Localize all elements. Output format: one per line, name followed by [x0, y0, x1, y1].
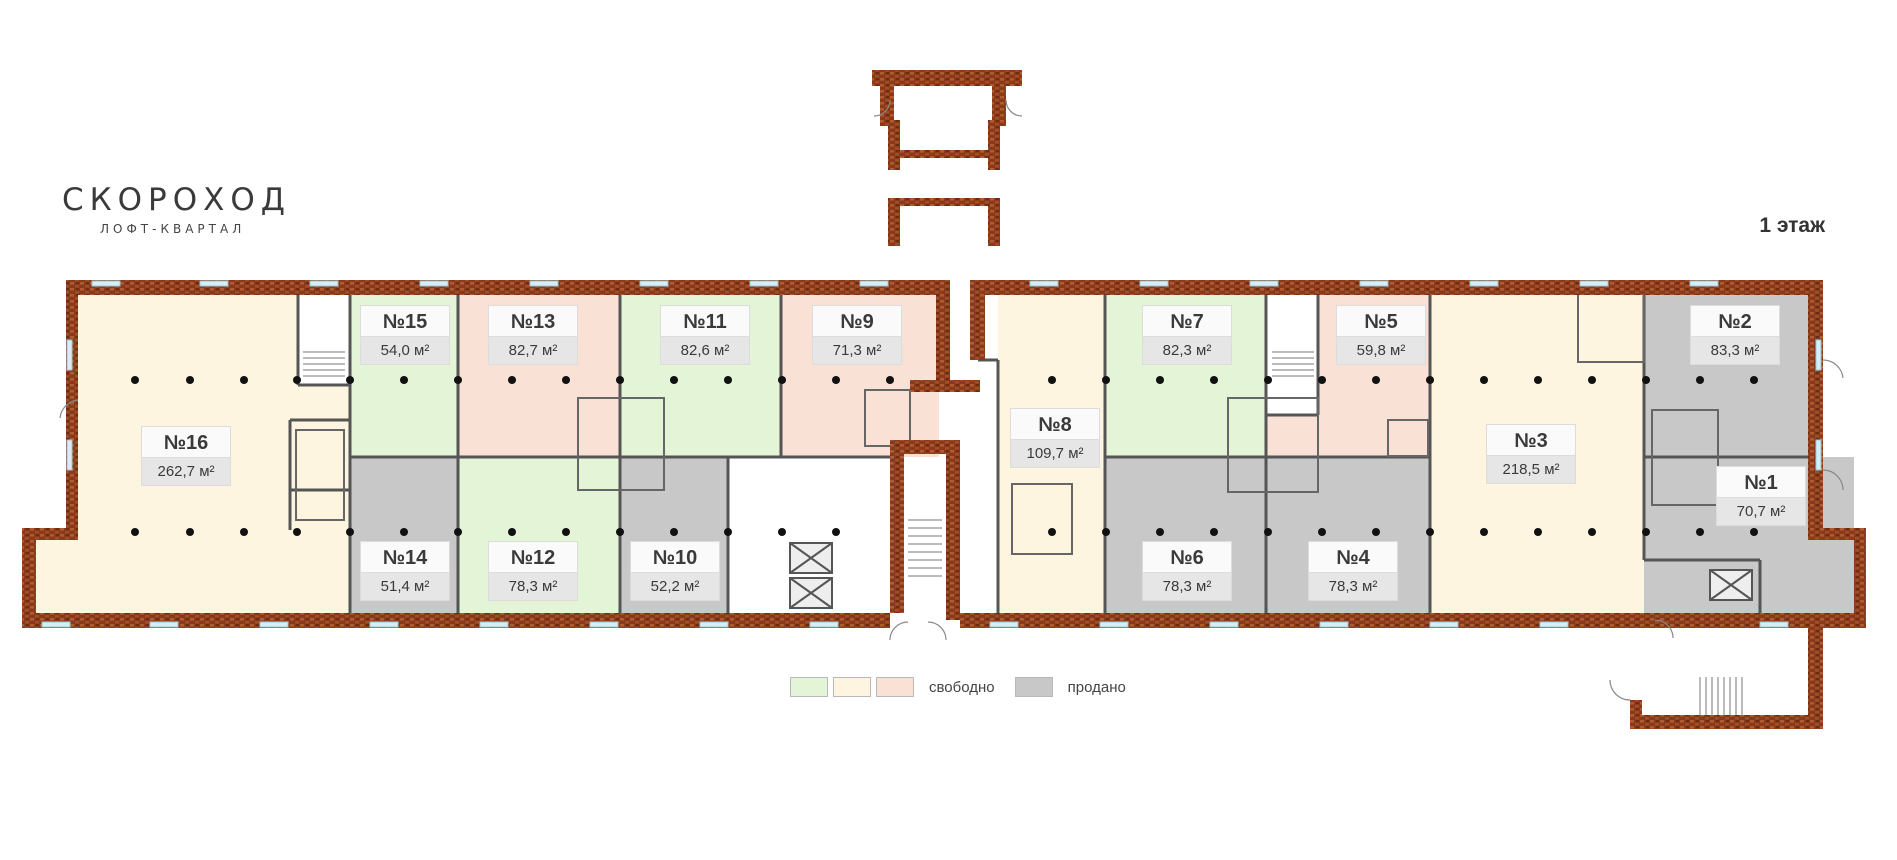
unit-label-4[interactable]: №4 78,3 м²	[1308, 541, 1398, 601]
unit-label-7[interactable]: №7 82,3 м²	[1142, 305, 1232, 365]
unit-number: №1	[1716, 466, 1806, 498]
unit-label-10[interactable]: №10 52,2 м²	[630, 541, 720, 601]
unit-label-15[interactable]: №15 54,0 м²	[360, 305, 450, 365]
stairs	[303, 351, 1743, 715]
unit-area: 51,4 м²	[360, 573, 450, 601]
unit-area: 82,7 м²	[488, 337, 578, 365]
unit-number: №4	[1308, 541, 1398, 573]
unit-label-1[interactable]: №1 70,7 м²	[1716, 466, 1806, 526]
unit-number: №6	[1142, 541, 1232, 573]
unit-number: №8	[1010, 408, 1100, 440]
unit-label-13[interactable]: №13 82,7 м²	[488, 305, 578, 365]
legend-swatch-green	[790, 677, 828, 697]
unit-number: №10	[630, 541, 720, 573]
unit-label-16[interactable]: №16 262,7 м²	[141, 426, 231, 486]
unit-label-12[interactable]: №12 78,3 м²	[488, 541, 578, 601]
unit-area: 78,3 м²	[1142, 573, 1232, 601]
unit-number: №12	[488, 541, 578, 573]
legend-sold-label: продано	[1067, 678, 1126, 696]
legend-swatch-pink	[876, 677, 914, 697]
unit-label-8[interactable]: №8 109,7 м²	[1010, 408, 1100, 468]
legend-swatch-sold	[1014, 677, 1053, 697]
unit-label-9[interactable]: №9 71,3 м²	[812, 305, 902, 365]
logo-name: СКОРОХОД	[62, 182, 292, 218]
unit-area: 218,5 м²	[1486, 456, 1576, 484]
unit-area: 82,3 м²	[1142, 337, 1232, 365]
unit-label-6[interactable]: №6 78,3 м²	[1142, 541, 1232, 601]
unit-number: №7	[1142, 305, 1232, 337]
legend-swatch-cream	[833, 677, 871, 697]
interior-walls	[288, 295, 1808, 613]
unit-label-11[interactable]: №11 82,6 м²	[660, 305, 750, 365]
unit-16-extension[interactable]	[36, 540, 78, 613]
unit-area: 52,2 м²	[630, 573, 720, 601]
unit-area: 78,3 м²	[1308, 573, 1398, 601]
unit-area: 70,7 м²	[1716, 498, 1806, 526]
unit-label-5[interactable]: №5 59,8 м²	[1336, 305, 1426, 365]
logo: СКОРОХОД ЛОФТ-КВАРТАЛ	[62, 182, 312, 236]
unit-number: №15	[360, 305, 450, 337]
stairwell-right	[1266, 295, 1318, 415]
floor-label: 1 этаж	[1759, 214, 1825, 237]
unit-area: 59,8 м²	[1336, 337, 1426, 365]
unit-area: 109,7 м²	[1010, 440, 1100, 468]
unit-area: 54,0 м²	[360, 337, 450, 365]
unit-label-14[interactable]: №14 51,4 м²	[360, 541, 450, 601]
legend: свободно продано	[790, 677, 1146, 697]
unit-number: №3	[1486, 424, 1576, 456]
unit-area: 71,3 м²	[812, 337, 902, 365]
logo-subtitle: ЛОФТ-КВАРТАЛ	[100, 222, 246, 236]
unit-label-2[interactable]: №2 83,3 м²	[1690, 305, 1780, 365]
unit-number: №14	[360, 541, 450, 573]
unit-area: 82,6 м²	[660, 337, 750, 365]
legend-free-label: свободно	[929, 678, 995, 696]
unit-area: 83,3 м²	[1690, 337, 1780, 365]
windows	[41, 280, 1822, 628]
unit-number: №16	[141, 426, 231, 458]
unit-number: №13	[488, 305, 578, 337]
unit-number: №11	[660, 305, 750, 337]
doors	[59, 99, 1844, 701]
unit-label-3[interactable]: №3 218,5 м²	[1486, 424, 1576, 484]
unit-number: №9	[812, 305, 902, 337]
columns	[131, 376, 1758, 536]
unit-area: 262,7 м²	[141, 458, 231, 486]
elevators	[789, 542, 1753, 609]
unit-number: №5	[1336, 305, 1426, 337]
unit-number: №2	[1690, 305, 1780, 337]
unit-area: 78,3 м²	[488, 573, 578, 601]
stairwell-left	[298, 295, 350, 385]
